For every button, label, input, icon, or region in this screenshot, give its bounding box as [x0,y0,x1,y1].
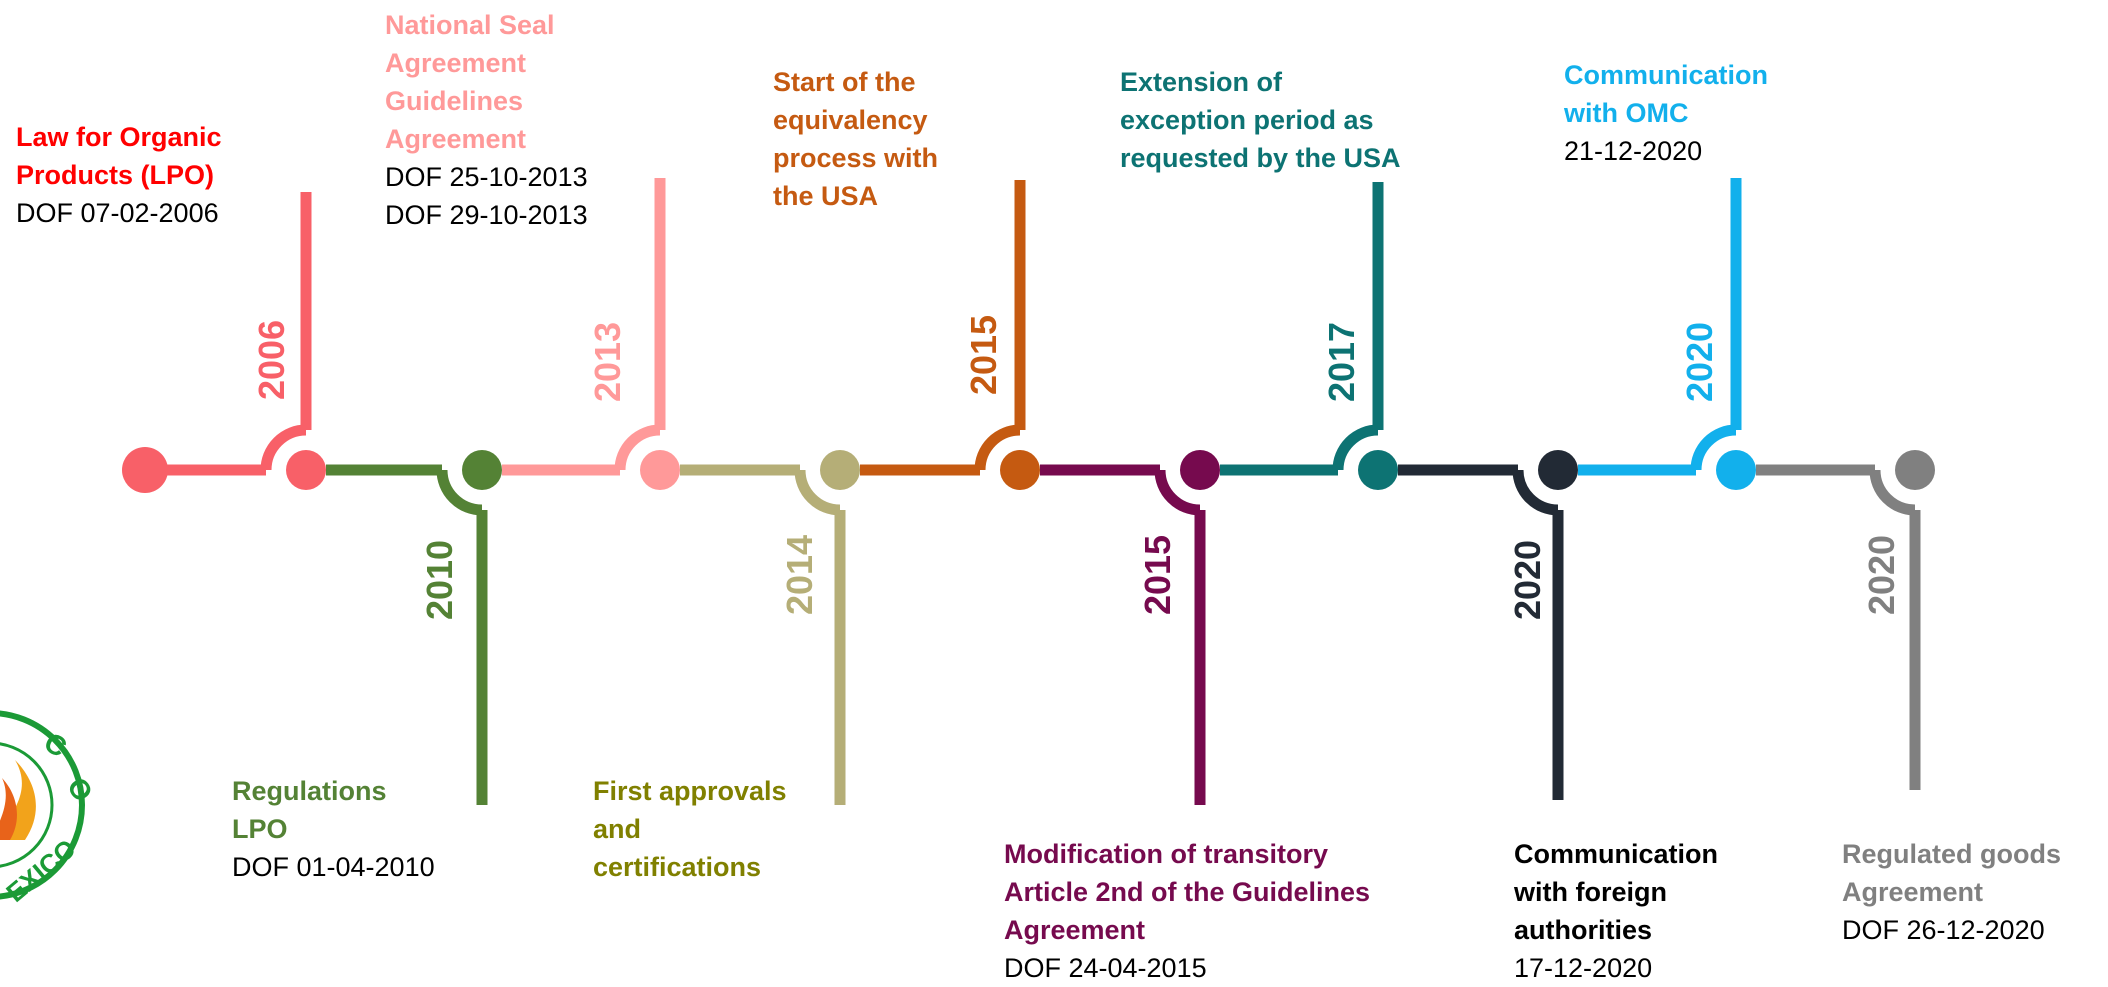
year-label-e2020c: 2020 [1861,534,1902,616]
node-e2013 [640,450,680,490]
event-text-e2014: First approvals and certifications [593,772,853,886]
arc-e2020a [1512,469,1559,516]
event-title-line: certifications [593,852,762,882]
event-title-line: the USA [773,181,879,211]
node-e2015b [1180,450,1220,490]
year-label-e2015a: 2015 [963,314,1004,396]
event-title-line: Regulations [232,776,387,806]
arc-e2020b [1690,424,1737,471]
event-title-line: process with [773,143,939,173]
event-title-line: exception period as [1120,105,1374,135]
event-title-line: Products (LPO) [16,160,215,190]
timeline-segment-e2013 [502,178,680,490]
arc-e2015b [1154,469,1201,516]
svg-text:O: O [61,772,99,808]
timeline-segment-e2015b [1040,450,1220,805]
arc-e2020c [1869,469,1916,516]
event-text-e2017: Extension of exception period as requested… [1120,63,1480,177]
node-e2015a [1000,450,1040,490]
year-label-e2014: 2014 [779,534,820,616]
event-title-line: Communication [1564,60,1769,90]
organic-seal-logo: C O EXICO [0,690,100,981]
year-label-e2015b: 2015 [1137,534,1178,616]
year-label-e2017: 2017 [1321,321,1362,403]
timeline-segment-e2017 [1220,182,1398,490]
event-title-line: Article 2nd of the Guidelines [1004,877,1371,907]
event-title-line: and [593,814,642,844]
event-text-e2020b: Communication with OMC 21-12-2020 [1564,56,1854,170]
event-date: DOF 24-04-2015 [1004,953,1207,983]
arc-e2014 [794,469,841,516]
event-title-line: Agreement [1004,915,1146,945]
node-e2014 [820,450,860,490]
timeline-segment-e2015a [860,180,1040,490]
event-title-line: Law for Organic [16,122,222,152]
event-title-line: National Seal [385,10,555,40]
event-title-line: Agreement [1842,877,1984,907]
event-title-line: with OMC [1564,98,1689,128]
event-date: DOF 07-02-2006 [16,198,219,228]
year-label-e2010: 2010 [419,539,460,621]
year-label-e2006: 2006 [251,319,292,401]
start-node [122,447,168,493]
event-title-line: authorities [1514,915,1653,945]
event-title-line: Agreement [385,48,527,78]
event-title-line: with foreign [1514,877,1667,907]
event-title-line: Regulated goods [1842,839,2062,869]
event-title-line: Modification of transitory [1004,839,1328,869]
timeline-segment-e2020a [1398,450,1578,800]
event-text-e2015a: Start of the equivalency process with the U… [773,63,1013,215]
event-date: DOF 25-10-2013 [385,162,588,192]
event-title-line: Start of the [773,67,916,97]
event-title-line: equivalency [773,105,928,135]
year-label-e2020a: 2020 [1507,539,1548,621]
node-e2020c [1895,450,1935,490]
event-text-e2020a: Communication with foreign authorities 17-1… [1514,835,1774,987]
event-title-line: Guidelines [385,86,524,116]
node-e2017 [1358,450,1398,490]
event-date: DOF 01-04-2010 [232,852,435,882]
event-title-line: First approvals [593,776,787,806]
svg-text:EXICO: EXICO [0,833,81,908]
event-title-line: Extension of [1120,67,1283,97]
event-date: 17-12-2020 [1514,953,1653,983]
node-e2020b [1716,450,1756,490]
event-date: DOF 26-12-2020 [1842,915,2045,945]
arc-e2006 [260,424,307,471]
timeline-segment-e2014 [680,450,860,805]
timeline-segment-e2006 [122,192,326,493]
arc-e2013 [614,424,661,471]
timeline-segment-e2020b [1578,178,1756,490]
year-label-e2013: 2013 [587,321,628,403]
event-date: DOF 29-10-2013 [385,200,588,230]
event-title-line: Agreement [385,124,527,154]
event-date: 21-12-2020 [1564,136,1703,166]
node-e2006 [286,450,326,490]
node-e2020a [1538,450,1578,490]
year-label-e2020b: 2020 [1679,321,1720,403]
event-title-line: Communication [1514,839,1719,869]
timeline-segment-e2020c [1756,450,1935,790]
node-e2010 [462,450,502,490]
event-title-line: LPO [232,814,288,844]
timeline-segment-e2010 [326,450,502,805]
arc-e2010 [436,469,483,516]
arc-e2015a [974,424,1021,471]
event-title-line: requested by the USA [1120,143,1401,173]
arc-e2017 [1332,424,1379,471]
